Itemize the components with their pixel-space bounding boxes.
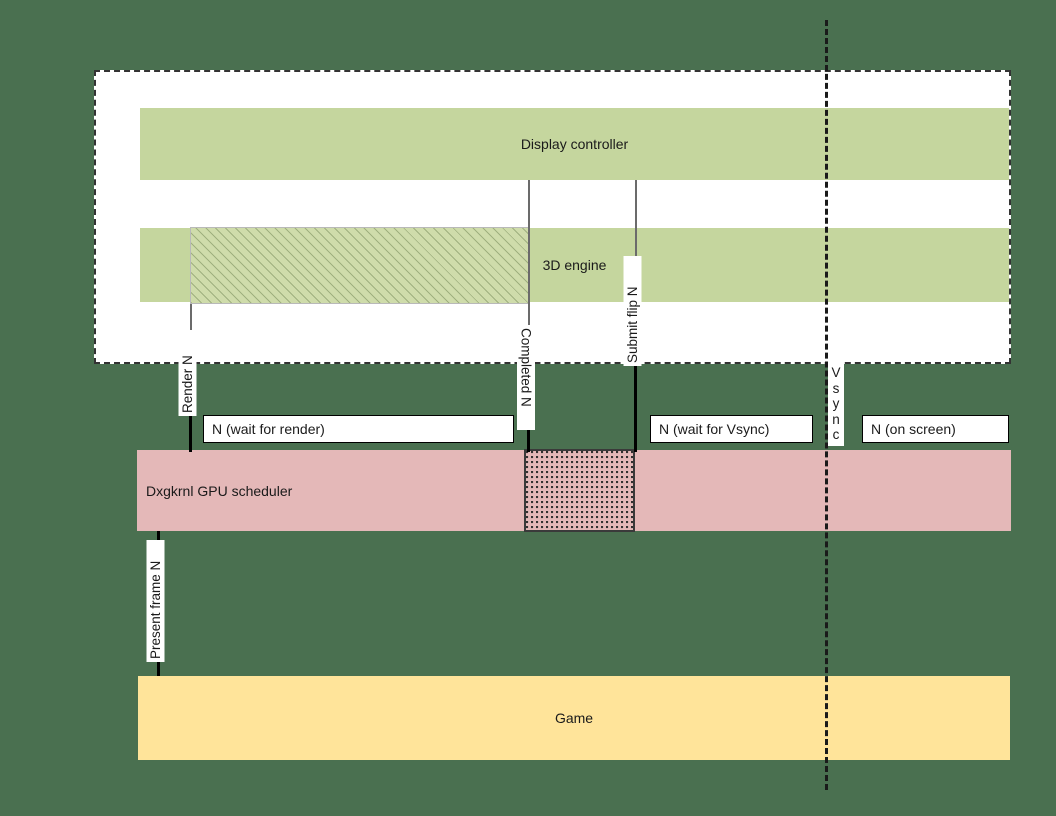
state-box-label-wait-for-render: N (wait for render) [212, 421, 325, 437]
vsync-letter-1: s [832, 380, 840, 396]
scheduler-work-block [524, 449, 635, 532]
callout-label-render-n: Render N [179, 330, 197, 416]
callout-label-present-frame-n: Present frame N [147, 540, 165, 662]
lane-label-3d-engine: 3D engine [542, 257, 607, 273]
callout-label-completed-n: Completed N [517, 325, 535, 430]
vsync-letter-4: c [832, 427, 840, 443]
lane-label-game: Game [554, 710, 594, 726]
state-box-wait-for-render: N (wait for render) [203, 415, 514, 443]
state-box-label-on-screen: N (on screen) [871, 421, 956, 437]
callout-label-submit-flip-n: Submit flip N [624, 256, 642, 366]
lane-label-dxgkrnl-gpu-scheduler: Dxgkrnl GPU scheduler [146, 482, 293, 499]
completed-n-leader-line-upper [528, 180, 530, 366]
state-box-wait-for-vsync: N (wait for Vsync) [650, 415, 813, 443]
state-box-label-wait-for-vsync: N (wait for Vsync) [659, 421, 770, 437]
lane-display-controller: Display controller [140, 108, 1009, 180]
vsync-letter-2: y [832, 396, 840, 412]
lane-game: Game [138, 676, 1010, 760]
vsync-letter-0: V [831, 365, 841, 380]
lane-label-display-controller: Display controller [520, 136, 629, 152]
vsync-line [825, 20, 828, 790]
render-work-block [190, 227, 529, 304]
vsync-label: V s y n c [828, 362, 844, 446]
state-box-on-screen: N (on screen) [862, 415, 1009, 443]
submit-flip-n-leader-line-lower [634, 366, 637, 452]
vsync-letter-3: n [832, 411, 840, 427]
